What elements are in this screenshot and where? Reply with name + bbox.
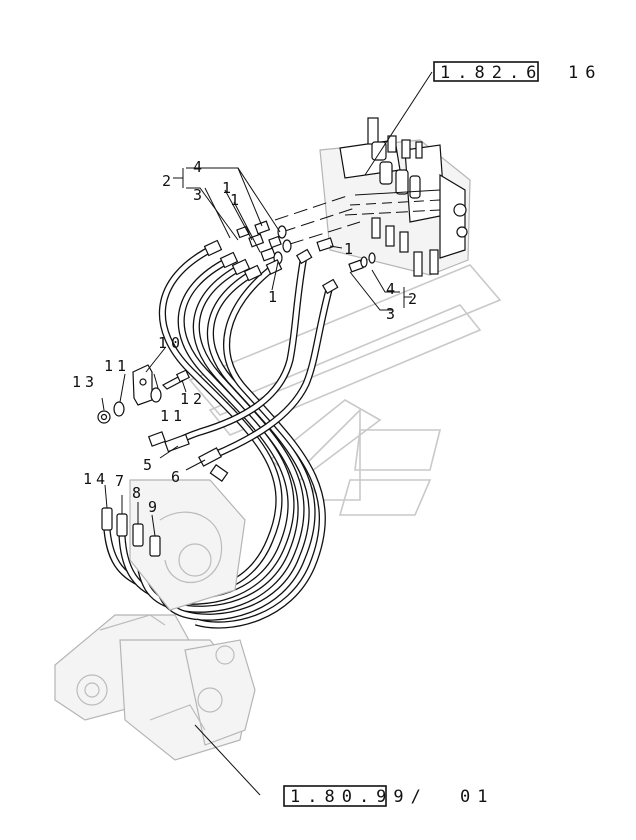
callout-3-top: 3 [193, 186, 206, 204]
callout-13: 13 [72, 373, 98, 391]
callouts: 4 2 3 1 1 1 1 4 2 3 10 11 13 12 11 5 6 1… [72, 158, 421, 516]
hydraulic-hose [195, 265, 325, 628]
callout-4-top: 4 [193, 158, 206, 176]
leader-lines [101, 71, 433, 796]
control-valve-block [319, 117, 471, 277]
reference-top-code: 1.82.6 [440, 63, 543, 83]
reference-bottom[interactable]: 1.80.99/ 01 [283, 785, 494, 807]
hydraulic-hose [211, 285, 333, 459]
callout-11-a: 11 [104, 357, 130, 375]
callout-1-a: 1 [222, 179, 235, 197]
callout-4-right: 4 [386, 280, 399, 298]
callout-2-top: 2 [162, 172, 175, 190]
callout-10: 10 [158, 334, 184, 352]
callout-1-right: 1 [344, 240, 357, 258]
callout-3-right: 3 [386, 305, 399, 323]
hydraulic-hose [152, 271, 315, 620]
callout-1-b: 1 [230, 191, 243, 209]
reference-bottom-suffix: 01 [460, 787, 494, 807]
mounting-bracket [97, 364, 191, 424]
hose-end-fittings [203, 239, 339, 295]
callout-8: 8 [132, 484, 145, 502]
reference-top-suffix: 16 [568, 63, 602, 83]
boom-swing-casting [54, 479, 256, 761]
callout-12: 12 [180, 390, 206, 408]
callout-1-c: 1 [268, 288, 281, 306]
swivel-fittings [147, 431, 229, 482]
callout-14: 14 [83, 470, 109, 488]
callout-7: 7 [115, 472, 128, 490]
callout-6: 6 [171, 468, 184, 486]
reference-top[interactable]: 1.82.6 16 [433, 61, 602, 83]
reference-bottom-code: 1.80.99/ [290, 787, 428, 807]
assembly-lines [274, 194, 361, 245]
callout-9: 9 [148, 498, 161, 516]
hydraulic-hose [175, 255, 307, 445]
callout-5: 5 [143, 456, 156, 474]
valve-fittings [236, 220, 376, 273]
callout-11-b: 11 [160, 407, 186, 425]
callout-2-right: 2 [408, 290, 421, 308]
